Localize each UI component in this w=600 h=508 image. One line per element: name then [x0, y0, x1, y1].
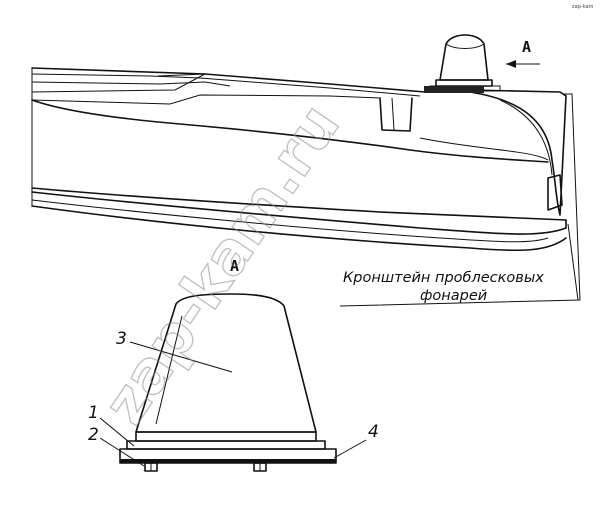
corner-mark: zap-kam [572, 4, 594, 10]
view-arrow: A [506, 38, 540, 68]
beacon-dome-band [445, 43, 485, 49]
detail-base-ring [135, 431, 317, 442]
beacon-detail-view [99, 293, 367, 472]
callout-line-1: Кронштейн проблесковых [343, 270, 544, 286]
section-view-label: A [230, 257, 239, 275]
detail-dome [135, 293, 317, 433]
callout-line-2: фонарей [420, 288, 487, 304]
cab-roof-view: A [31, 34, 581, 307]
roof-strip-lower [31, 81, 231, 87]
roof-sill-top [31, 187, 567, 221]
roof-panel-outline [31, 99, 549, 163]
beacon-side [424, 34, 501, 93]
roof-rear-end [469, 91, 567, 216]
roof-top-edge [31, 67, 567, 97]
beacon-dome [439, 34, 489, 81]
roof-rear-inner [499, 99, 553, 176]
roof-strip-upper [31, 73, 421, 97]
leader-1 [99, 417, 135, 447]
roof-curve-inner [419, 137, 549, 161]
part-number-3: 3 [116, 329, 127, 349]
view-arrow-label: A [522, 38, 531, 56]
detail-dome-highlight [155, 315, 183, 425]
part-number-1: 1 [88, 403, 99, 423]
roof-sill-bottom [31, 191, 567, 235]
callout-leader-2 [567, 223, 579, 301]
detail-bolt-left [144, 462, 158, 472]
leader-3 [129, 341, 233, 373]
detail-plate-dark [120, 459, 336, 463]
roof-seam [379, 97, 413, 132]
leader-4 [333, 439, 367, 459]
detail-gasket [126, 440, 326, 450]
rear-bracket [547, 174, 563, 211]
detail-bolt-right [253, 462, 267, 472]
watermark: zap-kam.ru [90, 92, 352, 436]
leader-2 [99, 437, 145, 467]
roof-sill-shadow [31, 199, 549, 243]
roof-seam-inner [391, 97, 395, 131]
roof-ridge-2 [31, 94, 381, 105]
callout-leader [339, 93, 581, 307]
roof-ridge [31, 73, 206, 93]
roof-bottom-edge [31, 205, 567, 252]
beacon-base [435, 79, 493, 87]
part-number-2: 2 [88, 425, 99, 445]
part-number-4: 4 [368, 422, 379, 442]
beacon-mount-dark [424, 86, 484, 93]
view-arrow-head [506, 60, 516, 68]
